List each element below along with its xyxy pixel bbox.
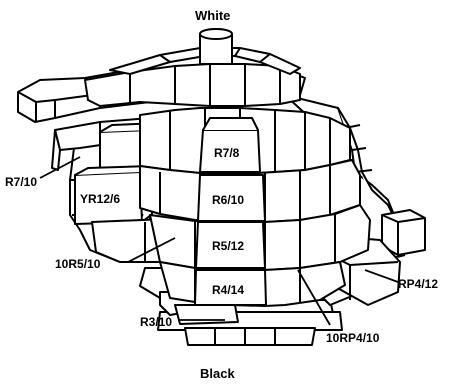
leader-rp412 <box>364 269 399 283</box>
label-r78: R7/8 <box>214 146 240 160</box>
label-r710: R7/10 <box>5 175 37 189</box>
ring-value-2 <box>184 327 316 346</box>
label-r610: R6/10 <box>212 193 244 207</box>
label-yr126: YR12/6 <box>80 192 120 206</box>
pole-white-label: White <box>195 8 230 23</box>
label-r512: R5/12 <box>212 239 244 253</box>
label-r310: R3/10 <box>140 315 172 329</box>
leader-10rp410 <box>297 269 331 326</box>
leader-r710 <box>39 156 81 179</box>
label-r414: R4/14 <box>212 283 244 297</box>
leader-10r510 <box>127 237 176 263</box>
central-column <box>194 117 267 306</box>
label-rp412: RP4/12 <box>398 277 438 291</box>
leader-lines <box>39 156 399 326</box>
pole-black-label: Black <box>200 366 235 381</box>
label-10r510: 10R5/10 <box>55 257 101 271</box>
label-10rp410: 10RP4/10 <box>326 331 380 345</box>
neutral-axis-top <box>199 28 233 65</box>
ring-value-9 <box>84 63 301 107</box>
